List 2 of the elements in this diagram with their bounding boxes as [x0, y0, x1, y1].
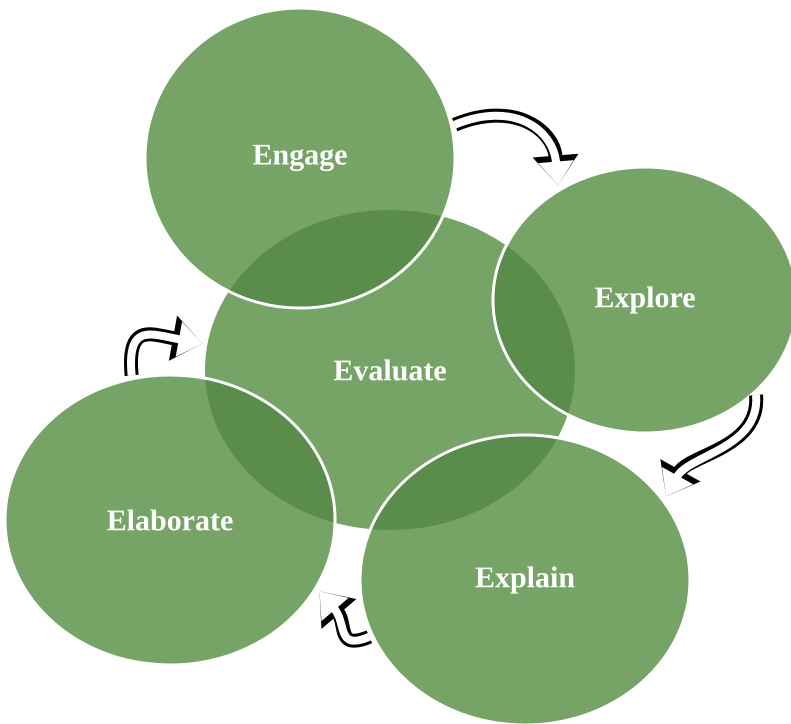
node-label: Explore [594, 286, 695, 314]
node-label: Evaluate [334, 359, 446, 381]
